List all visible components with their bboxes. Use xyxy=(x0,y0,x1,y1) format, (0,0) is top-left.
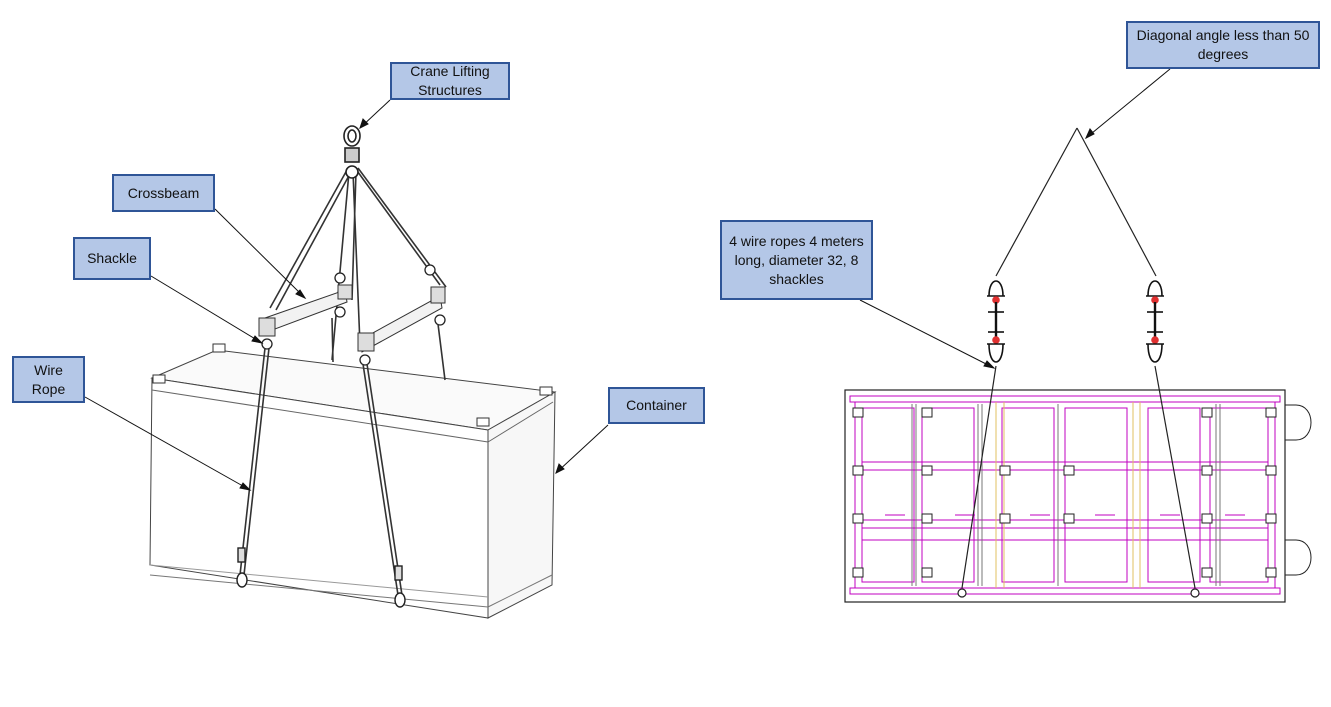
shackle-icon xyxy=(359,354,371,366)
rope-eyes xyxy=(236,547,406,608)
container-panel-grid xyxy=(861,407,1269,583)
callout-text: Container xyxy=(626,397,687,413)
hook-ring-icon xyxy=(343,125,361,179)
callout-wire-ropes-spec: 4 wire ropes 4 meters long, diameter 32,… xyxy=(720,220,873,300)
sling-triangle xyxy=(995,127,1157,277)
callout-crane-lifting-structures: Crane Lifting Structures xyxy=(390,62,510,100)
callout-wire-rope: Wire Rope xyxy=(12,356,85,403)
shackle-assembly-right xyxy=(1146,280,1164,363)
callout-diagonal-angle: Diagonal angle less than 50 degrees xyxy=(1126,21,1320,69)
container-elevation xyxy=(844,389,1312,603)
elevation-ropes xyxy=(957,365,1200,598)
elevation-view xyxy=(844,127,1312,603)
callout-container: Container xyxy=(608,387,705,424)
corner-casting-1 xyxy=(152,374,166,384)
shackle-icon xyxy=(424,264,436,276)
callout-shackle: Shackle xyxy=(73,237,151,280)
callout-crossbeam: Crossbeam xyxy=(112,174,215,212)
callout-text: Diagonal angle less than 50 degrees xyxy=(1136,27,1310,62)
container-3d xyxy=(149,343,557,619)
callout-text: 4 wire ropes 4 meters long, diameter 32,… xyxy=(729,232,864,287)
lower-ropes xyxy=(239,317,446,596)
leader-lines-right xyxy=(859,68,1171,369)
shackle-icon xyxy=(1147,343,1163,363)
accent-posts xyxy=(995,402,1141,588)
end-door-arcs xyxy=(1285,404,1312,576)
crossbeams-3d xyxy=(258,284,446,353)
lock-fittings xyxy=(852,407,1277,578)
isometric-view xyxy=(149,125,557,619)
shackle-icon xyxy=(988,280,1004,297)
shackle-icon xyxy=(334,306,346,318)
shackle-icon xyxy=(434,314,446,326)
shackle-assembly-left xyxy=(987,280,1005,363)
container-posts xyxy=(911,404,1221,586)
corner-casting-2 xyxy=(212,343,226,353)
shackles-3d xyxy=(261,264,446,366)
callout-text: Wire Rope xyxy=(31,361,66,397)
leader-lines-left xyxy=(84,99,609,491)
corner-casting-4 xyxy=(476,417,490,427)
corner-casting-3 xyxy=(539,386,553,396)
shackle-icon xyxy=(334,272,346,284)
callout-text: Shackle xyxy=(87,250,137,266)
callout-text: Crane Lifting Structures xyxy=(410,63,490,98)
shackle-icon xyxy=(988,343,1004,363)
upper-ropes xyxy=(269,167,447,361)
callout-text: Crossbeam xyxy=(127,184,200,201)
shackle-icon xyxy=(1147,280,1163,297)
shackle-icon xyxy=(261,338,273,350)
container-side-face xyxy=(487,391,556,619)
